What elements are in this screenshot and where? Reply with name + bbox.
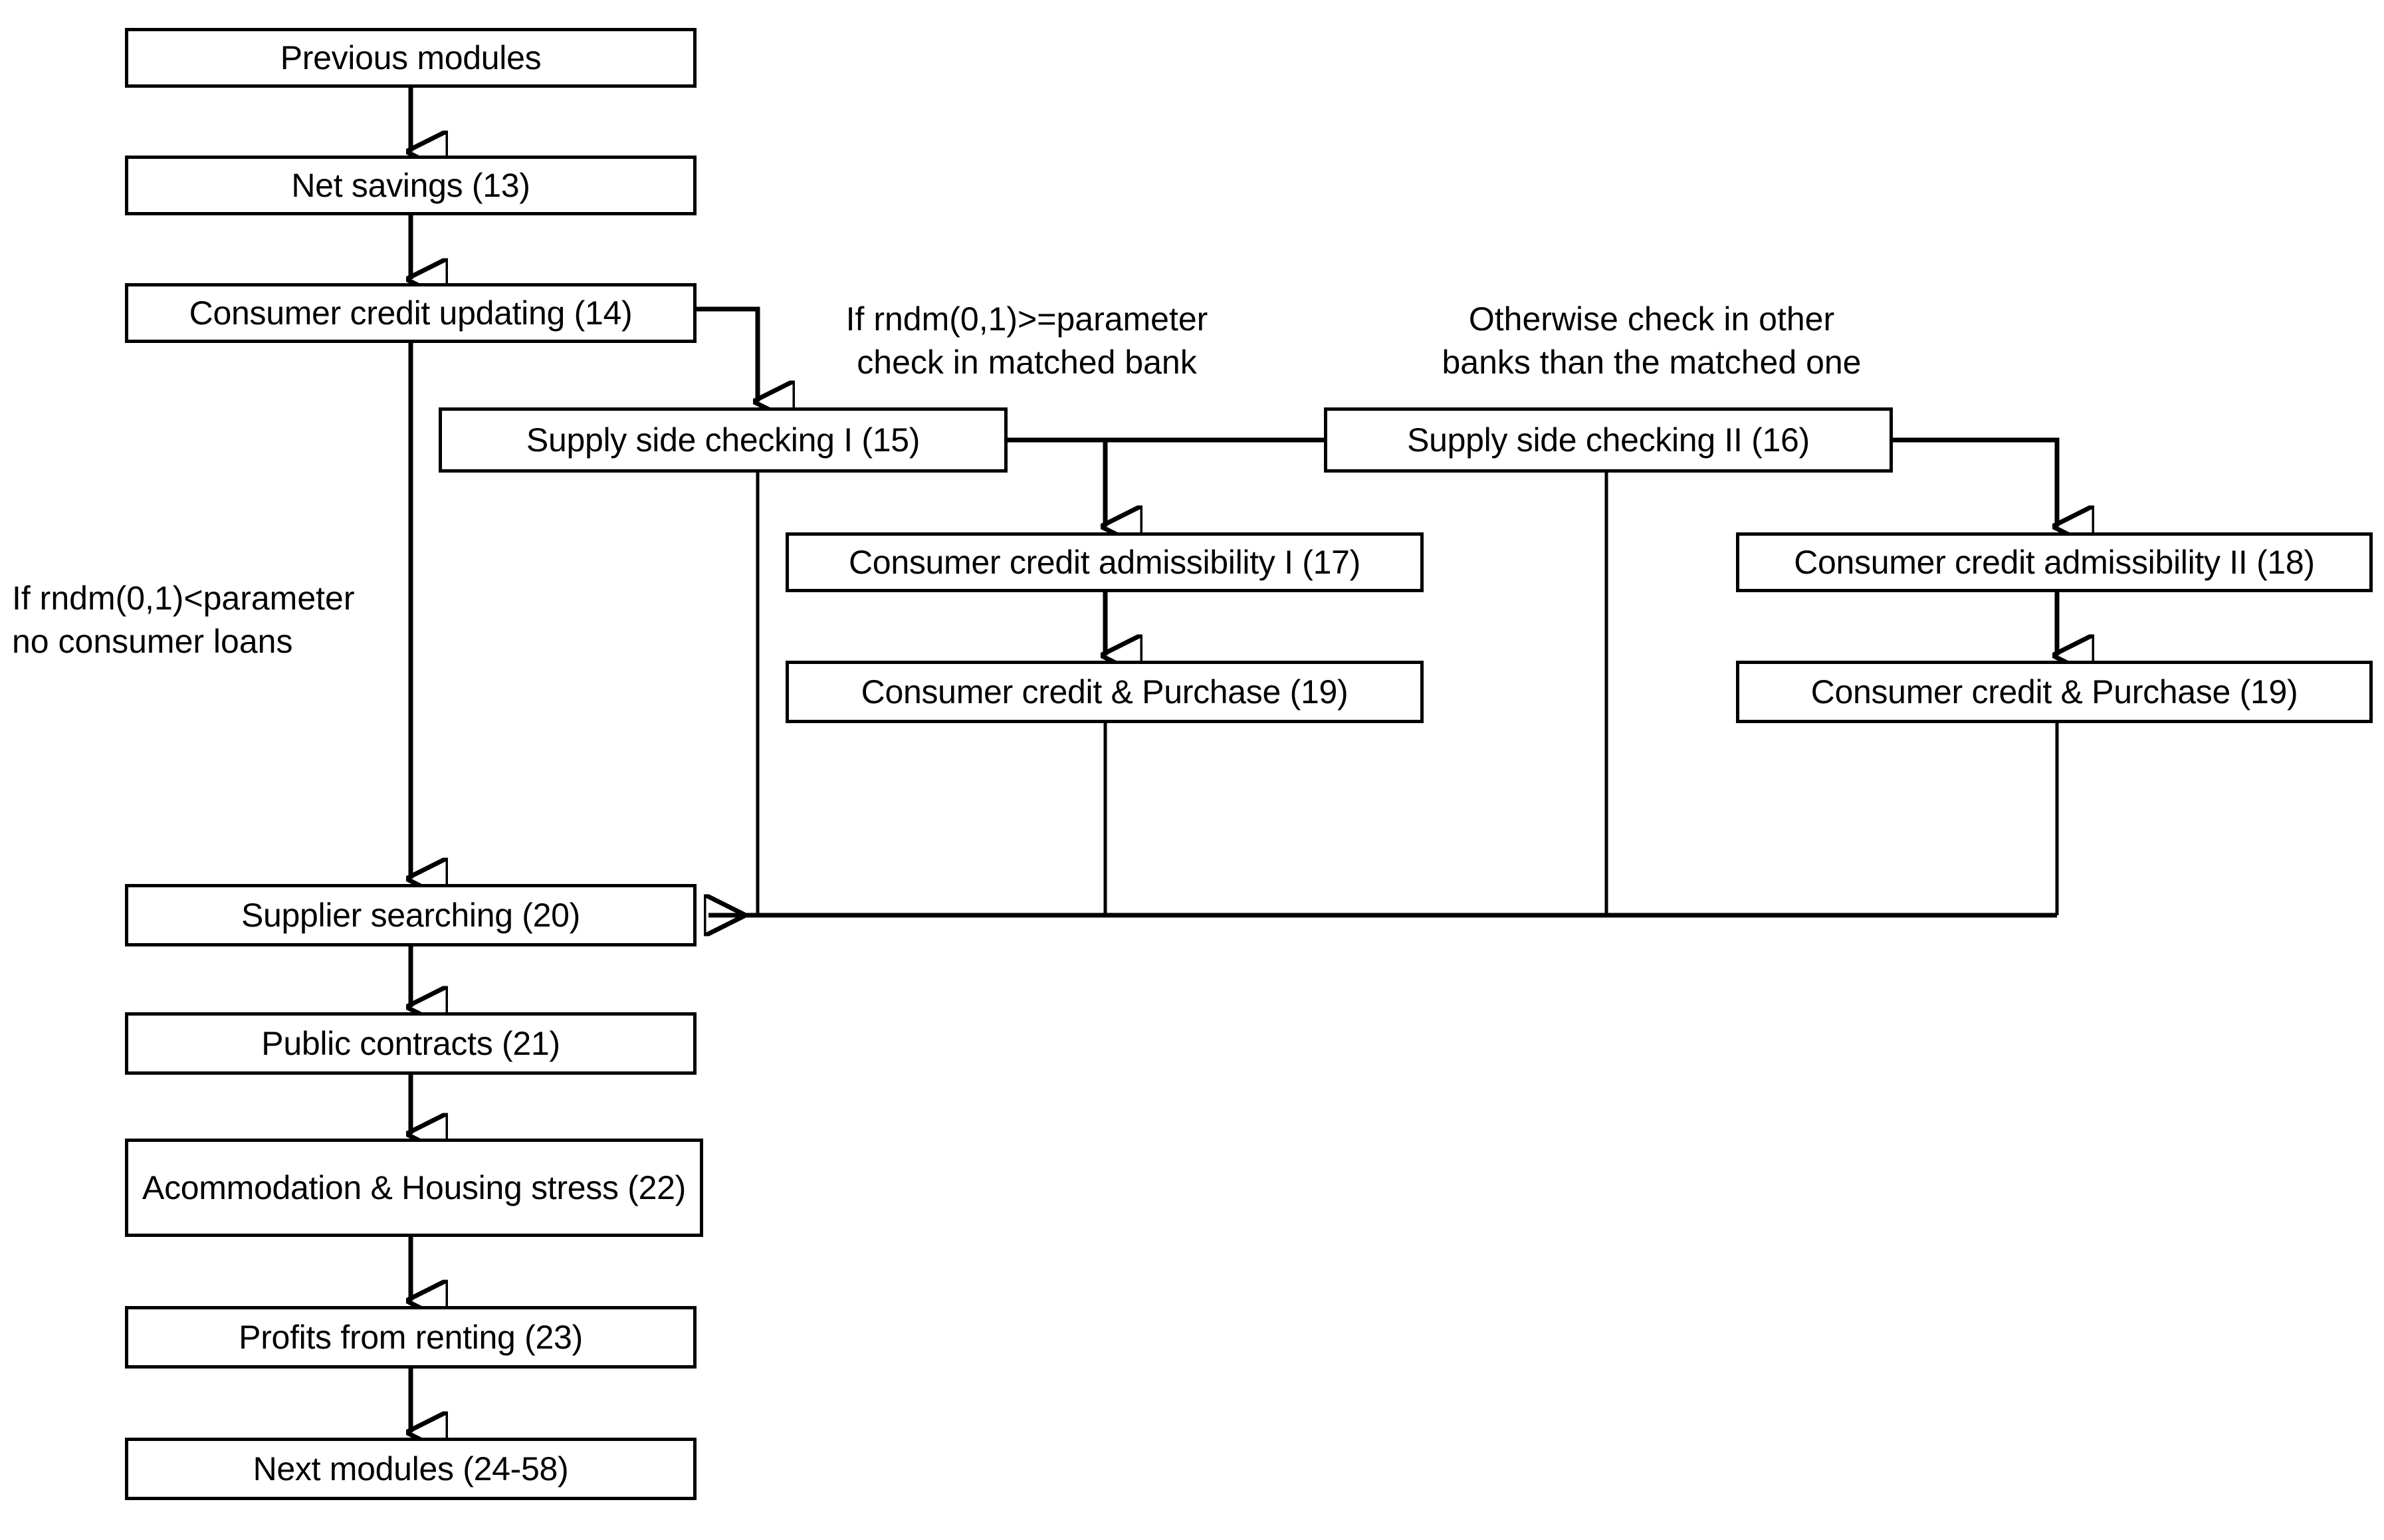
node-label: Supply side checking II (16) (1407, 421, 1810, 459)
node-label: Consumer credit admissibility II (18) (1794, 543, 2315, 581)
node-label: Supply side checking I (15) (526, 421, 921, 459)
edge-label-matched-bank-condition: If rndm(0,1)>=parameter check in matched… (845, 300, 1208, 381)
node-label: Consumer credit admissibility I (17) (849, 543, 1360, 581)
node-consumer-credit-admissibility-i[interactable]: Consumer credit admissibility I (17) (786, 532, 1424, 592)
edge-label-no-consumer-loans-condition: If rndm(0,1)<parameter no consumer loans (12, 580, 355, 660)
node-label: Net savings (13) (291, 166, 530, 204)
node-supply-side-checking-ii[interactable]: Supply side checking II (16) (1324, 407, 1893, 473)
node-label: Profits from renting (23) (239, 1318, 583, 1356)
node-consumer-credit-updating[interactable]: Consumer credit updating (14) (125, 283, 697, 343)
edge-supply-ii-to-admissibility-ii (1893, 437, 2057, 526)
node-net-savings[interactable]: Net savings (13) (125, 156, 697, 215)
node-label: Supplier searching (20) (241, 896, 581, 934)
node-consumer-credit-admissibility-ii[interactable]: Consumer credit admissibility II (18) (1736, 532, 2373, 592)
node-label: Consumer credit & Purchase (19) (861, 673, 1349, 711)
node-label: Previous modules (280, 39, 542, 76)
node-supply-side-checking-i[interactable]: Supply side checking I (15) (439, 407, 1008, 473)
node-previous-modules[interactable]: Previous modules (125, 28, 697, 88)
edge-credit-updating-to-supply-i (697, 306, 758, 401)
node-public-contracts[interactable]: Public contracts (21) (125, 1012, 697, 1075)
node-label: Consumer credit updating (14) (189, 294, 633, 332)
node-consumer-credit-purchase-ii[interactable]: Consumer credit & Purchase (19) (1736, 661, 2373, 723)
node-accommodation-housing-stress[interactable]: Acommodation & Housing stress (22) (125, 1139, 703, 1237)
node-label: Public contracts (21) (261, 1024, 560, 1062)
node-consumer-credit-purchase-i[interactable]: Consumer credit & Purchase (19) (786, 661, 1424, 723)
edge-label-other-banks-condition: Otherwise check in other banks than the … (1442, 300, 1862, 381)
node-profits-from-renting[interactable]: Profits from renting (23) (125, 1306, 697, 1369)
node-label: Acommodation & Housing stress (22) (142, 1168, 686, 1206)
node-supplier-searching[interactable]: Supplier searching (20) (125, 884, 697, 946)
node-next-modules[interactable]: Next modules (24-58) (125, 1438, 697, 1500)
node-label: Consumer credit & Purchase (19) (1810, 673, 2298, 711)
node-label: Next modules (24-58) (253, 1450, 569, 1487)
